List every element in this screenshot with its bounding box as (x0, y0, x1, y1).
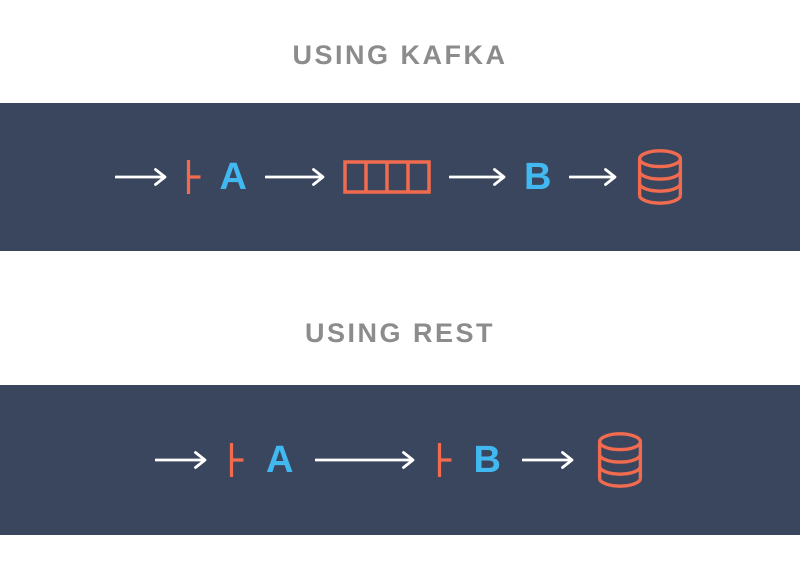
producer-endpoint-icon (185, 158, 202, 196)
flow-arrow-icon (521, 448, 574, 472)
flow-arrow-icon (314, 448, 415, 472)
flow-arrow-icon (265, 165, 325, 189)
section-title-rest: USING REST (304, 318, 496, 348)
flow-arrow-icon (449, 165, 506, 189)
section-title-kafka: USING KAFKA (292, 40, 508, 70)
kafka-flow-band: A B (0, 103, 800, 251)
database-icon (635, 147, 685, 207)
service-a-label: A (266, 439, 294, 481)
database-icon (595, 430, 645, 490)
kafka-queue-icon (343, 160, 431, 194)
service-b-label: B (524, 156, 552, 198)
rest-flow-band: A B (0, 385, 800, 535)
consumer-endpoint-icon (436, 441, 453, 479)
flow-arrow-icon (114, 165, 167, 189)
flow-arrow-icon (155, 448, 207, 472)
flow-arrow-icon (569, 165, 617, 189)
service-b-label: B (473, 439, 501, 481)
service-a-label: A (219, 156, 247, 198)
producer-endpoint-icon (228, 441, 245, 479)
